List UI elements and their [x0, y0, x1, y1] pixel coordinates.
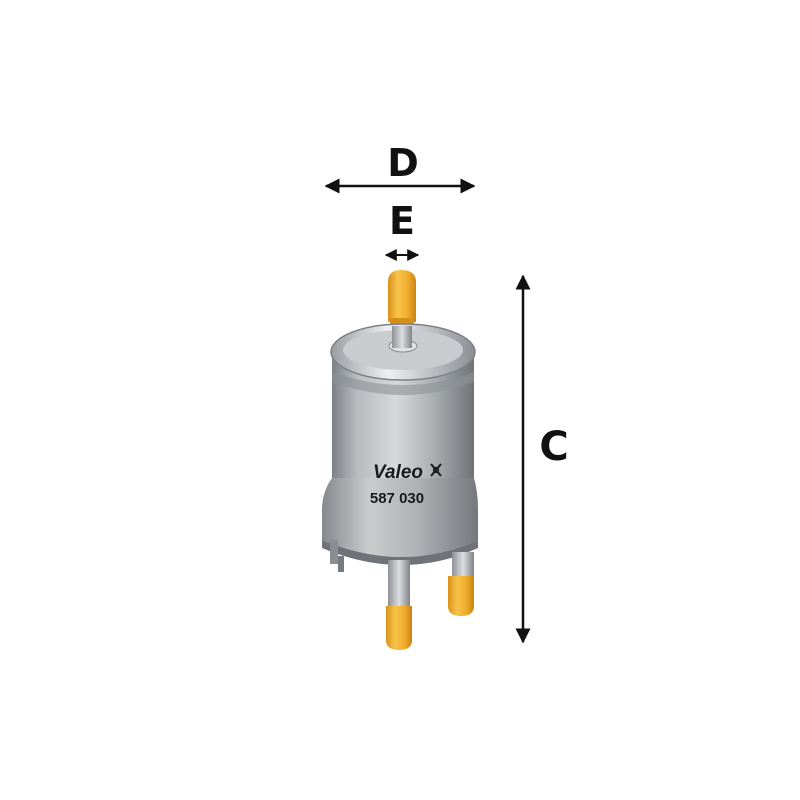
- flow-direction-icon: [430, 463, 442, 477]
- dimension-c: C: [515, 274, 569, 644]
- brand-logo-text: Valeo: [373, 462, 423, 483]
- fuel-filter-illustration: Valeo 587 030: [322, 270, 478, 650]
- filter-base: [322, 478, 478, 557]
- dimension-e: E: [384, 199, 420, 261]
- dimension-d-label: D: [387, 141, 419, 185]
- dimension-e-label: E: [389, 199, 415, 243]
- top-connector: [388, 270, 416, 322]
- dimension-d: D: [324, 141, 476, 194]
- part-number-text: 587 030: [370, 490, 424, 507]
- dimension-c-label: C: [539, 424, 568, 470]
- bottom-left-connector: [386, 606, 412, 650]
- bottom-right-connector: [448, 576, 474, 616]
